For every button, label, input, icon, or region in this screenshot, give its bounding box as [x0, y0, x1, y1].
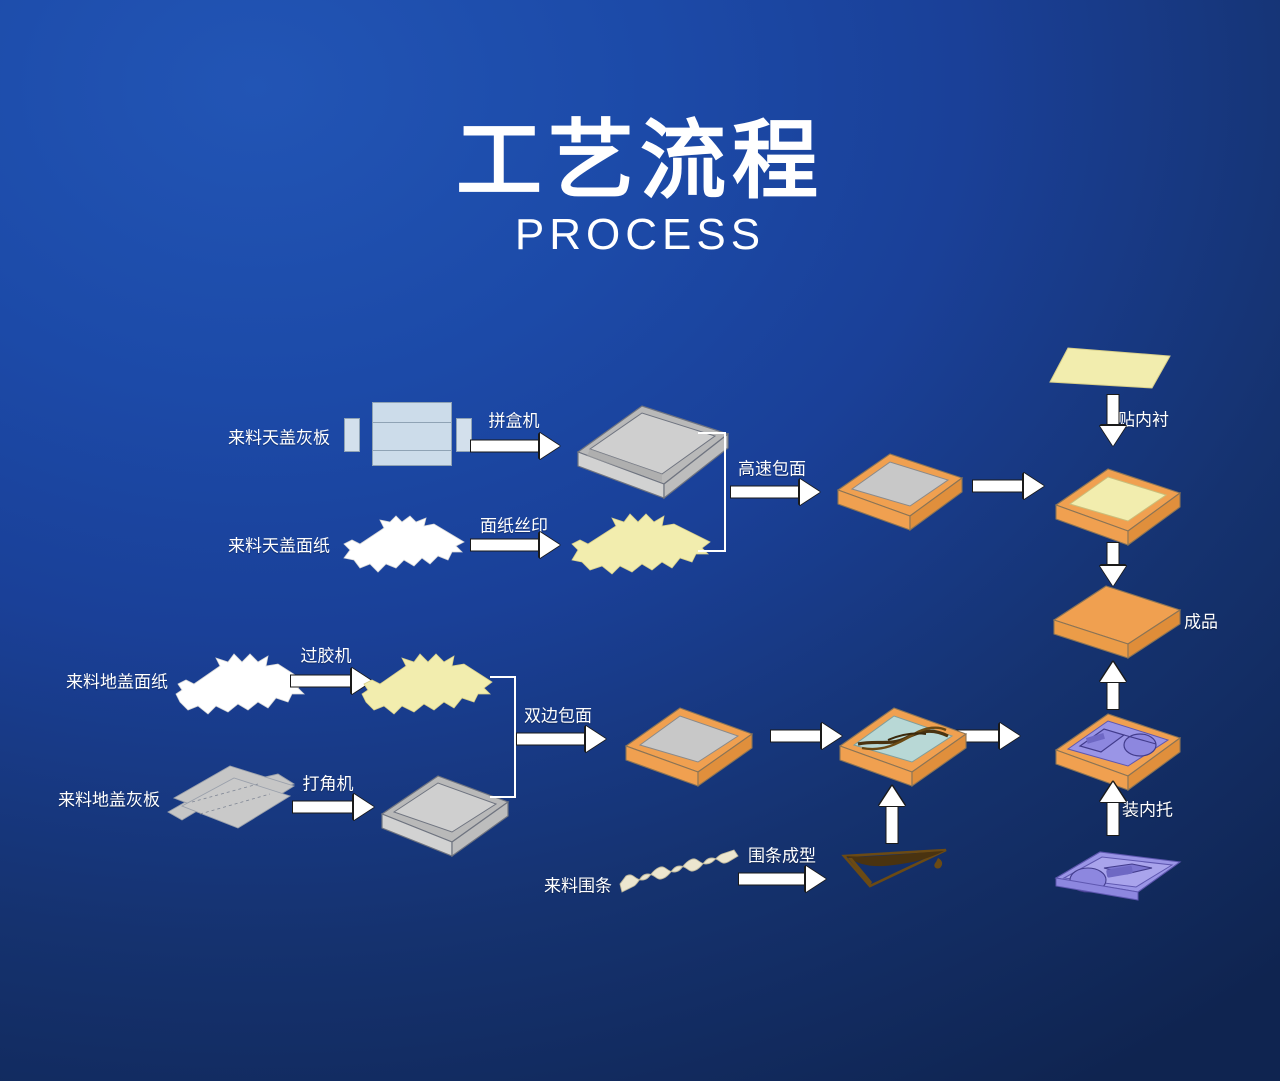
step-label-facepaper-silkscreen: 面纸丝印 [480, 516, 548, 537]
merge-bracket-top-cover [698, 432, 726, 552]
input-label-surrounding-strip: 来料围条 [544, 876, 612, 897]
step-label-glue-machine: 过胶机 [300, 646, 352, 667]
inner-lining-sheet [1046, 344, 1174, 392]
arrow-corner-machine [292, 794, 374, 820]
wrapped-top-cover-tray [828, 440, 970, 532]
input-label-base-cover-facepaper: 来料地盖面纸 [66, 672, 168, 693]
wrapped-base-tray [614, 694, 762, 788]
step-label-install-inner-tray: 装内托 [1122, 800, 1173, 821]
corner-formed-grey-tray [368, 762, 518, 858]
assembled-grey-tray [560, 392, 740, 502]
input-label-top-cover-greyboard: 来料天盖灰板 [228, 428, 330, 449]
step-label-box-assembly-machine: 拼盒机 [488, 411, 540, 432]
step-label-strip-forming: 围条成型 [748, 846, 816, 867]
step-label-double-edge-wrapping: 双边包面 [524, 706, 592, 727]
arrow-lining-to-finished [1100, 542, 1126, 586]
white-facepaper-sheet-top [338, 498, 470, 582]
input-label-base-cover-greyboard: 来料地盖灰板 [58, 790, 160, 811]
raw-surrounding-strip [618, 842, 742, 898]
glued-yellow-facepaper-base [358, 640, 498, 722]
tray-with-inner-tray [1046, 698, 1188, 792]
merge-bracket-base-cover [490, 676, 516, 798]
arrow-double-edge-wrapping [516, 726, 606, 752]
arrow-high-speed-wrapping [730, 479, 820, 505]
title-chinese: 工艺流程 [456, 111, 824, 211]
arrow-attach-inner-lining [1100, 394, 1126, 446]
step-label-corner-machine: 打角机 [302, 774, 354, 795]
arrow-top-wrap-to-lining [972, 473, 1044, 499]
tray-with-formed-strip [828, 694, 976, 788]
box-assembly-machine-icon [344, 402, 472, 468]
input-label-top-cover-facepaper: 来料天盖面纸 [228, 536, 330, 557]
arrow-strip-forming [738, 866, 826, 892]
formed-surrounding-strip [840, 840, 952, 894]
printed-yellow-facepaper-top [566, 498, 716, 584]
step-label-high-speed-wrapping: 高速包面 [738, 459, 806, 480]
arrow-strip-forming-up [879, 786, 905, 844]
arrow-tray-to-finished [1100, 662, 1126, 710]
arrow-install-inner-tray [1100, 782, 1126, 836]
arrow-facepaper-silkscreen [470, 532, 560, 558]
arrow-box-assembly-machine [470, 433, 560, 459]
finished-product-box [1046, 578, 1188, 662]
output-label-finished-product: 成品 [1184, 612, 1218, 633]
purple-inner-tray [1048, 840, 1188, 912]
tray-with-inner-lining [1046, 455, 1188, 547]
arrow-base-to-strip-insert [770, 723, 842, 749]
title-english: PROCESS [514, 210, 766, 259]
page-title: 工艺流程 PROCESS [0, 118, 1280, 260]
white-facepaper-sheet-base [172, 640, 312, 722]
step-label-attach-inner-lining: 贴内衬 [1118, 410, 1169, 431]
diecut-greyboard-blank [166, 762, 298, 842]
